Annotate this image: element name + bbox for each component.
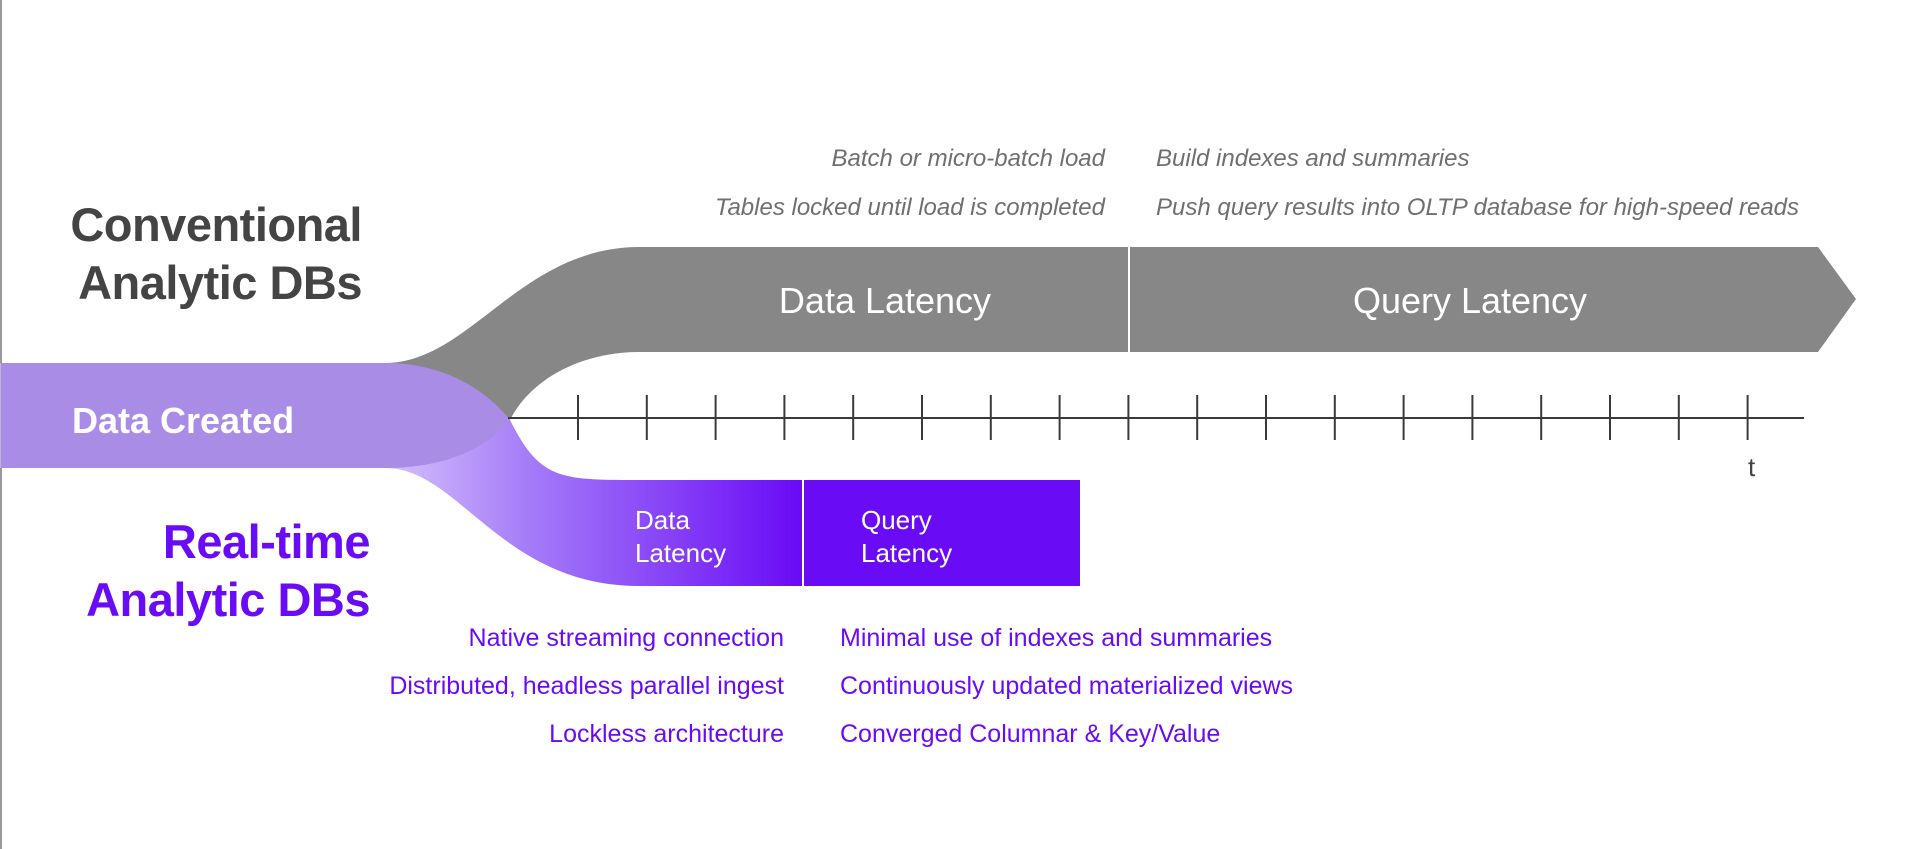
realtime-data-latency-line2: Latency	[635, 538, 727, 568]
conventional-data-latency-label: Data Latency	[778, 280, 992, 321]
data-created-block	[0, 363, 510, 468]
realtime-title: Real-time Analytic DBs	[40, 513, 370, 629]
time-axis-ticks	[577, 395, 1749, 440]
realtime-query-note: Continuously updated materialized views	[840, 672, 1294, 700]
realtime-query-latency-line2: Latency	[861, 538, 953, 568]
realtime-data-note: Lockless architecture	[549, 720, 784, 748]
realtime-data-note: Native streaming connection	[468, 624, 784, 652]
conventional-title-line1: Conventional	[70, 198, 362, 251]
conventional-data-note: Batch or micro-batch load	[831, 145, 1105, 172]
conventional-title: Conventional Analytic DBs	[40, 196, 362, 312]
realtime-query-note: Converged Columnar & Key/Value	[840, 720, 1221, 748]
conventional-data-note: Tables locked until load is completed	[714, 194, 1105, 221]
realtime-data-latency-line1: Data	[635, 505, 690, 535]
conventional-band	[385, 247, 1856, 420]
conventional-query-note: Push query results into OLTP database fo…	[1156, 194, 1800, 221]
realtime-query-arrow	[803, 480, 1080, 586]
time-axis-label: t	[1748, 452, 1756, 482]
realtime-query-note: Minimal use of indexes and summaries	[840, 624, 1273, 652]
realtime-data-note: Distributed, headless parallel ingest	[389, 672, 784, 700]
realtime-query-latency-label: Query Latency	[861, 504, 952, 570]
conventional-query-latency-label: Query Latency	[1352, 280, 1588, 321]
data-created-label: Data Created	[72, 400, 295, 441]
realtime-data-latency-label: Data Latency	[635, 504, 726, 570]
realtime-title-line2: Analytic DBs	[86, 573, 370, 626]
conventional-title-line2: Analytic DBs	[78, 256, 362, 309]
realtime-title-line1: Real-time	[162, 515, 371, 568]
realtime-query-latency-line1: Query	[861, 505, 932, 535]
conventional-query-note: Build indexes and summaries	[1156, 145, 1470, 172]
